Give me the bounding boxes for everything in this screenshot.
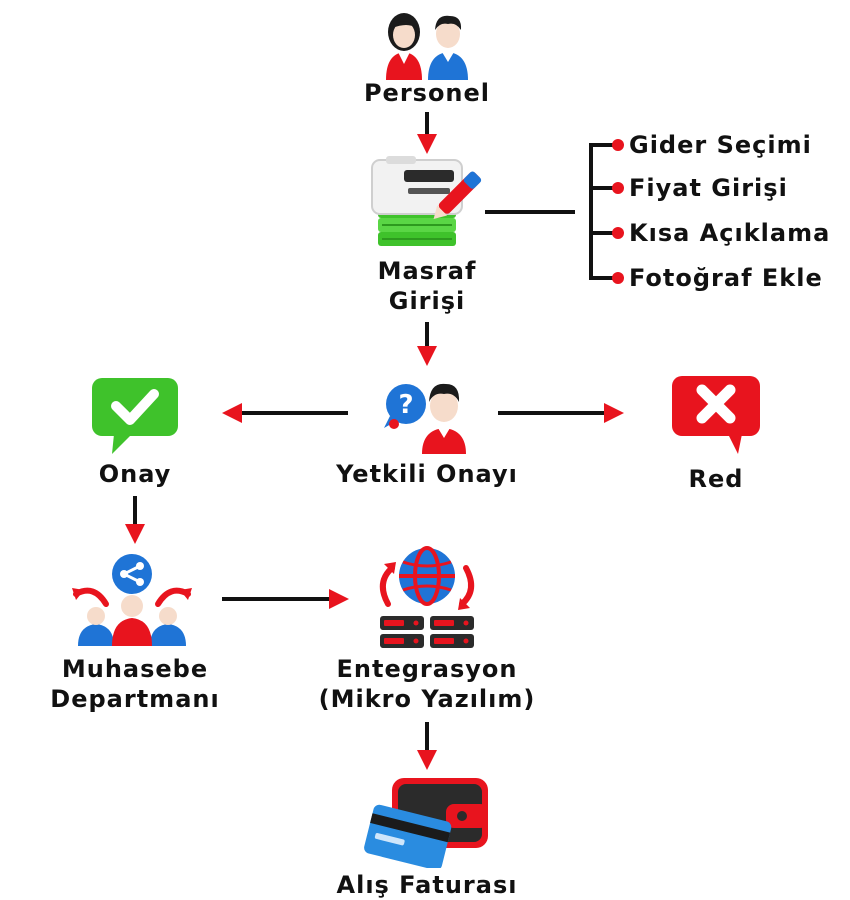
node-red-label: Red <box>688 465 744 493</box>
node-muhasebe-line2: Departmanı <box>50 685 220 713</box>
node-personel-label: Personel <box>363 79 491 107</box>
node-entegrasyon-label: Entegrasyon (Mikro Yazılım) <box>287 654 567 714</box>
authorized-person-icon: ? <box>384 383 466 454</box>
branch-item-fotograf: Fotoğraf Ekle <box>629 264 823 292</box>
node-alis-label: Alış Faturası <box>336 871 518 899</box>
masraf-branch-bracket <box>485 143 616 280</box>
svg-text:?: ? <box>398 390 413 420</box>
node-muhasebe-line1: Muhasebe <box>61 655 209 683</box>
node-onay-label: Onay <box>98 460 172 488</box>
node-entegrasyon-line1: Entegrasyon <box>336 655 518 683</box>
server-globe-icon <box>379 546 475 648</box>
reject-x-icon <box>672 376 760 454</box>
approve-check-icon <box>92 378 178 454</box>
expense-entry-icon <box>371 156 482 246</box>
branch-item-fiyat: Fiyat Girişi <box>629 174 788 202</box>
node-masraf-line2: Girişi <box>388 287 466 315</box>
node-masraf-label: Masraf Girişi <box>327 256 527 316</box>
branch-dots <box>612 139 624 284</box>
people-icon <box>386 13 468 80</box>
branch-item-aciklama: Kısa Açıklama <box>629 219 831 247</box>
node-entegrasyon-line2: (Mikro Yazılım) <box>318 685 536 713</box>
share-team-icon <box>72 554 192 646</box>
wallet-card-icon <box>364 778 488 868</box>
branch-item-gider: Gider Seçimi <box>629 131 812 159</box>
node-yetkili-label: Yetkili Onayı <box>336 460 518 488</box>
node-muhasebe-label: Muhasebe Departmanı <box>35 654 235 714</box>
node-masraf-line1: Masraf <box>377 257 477 285</box>
